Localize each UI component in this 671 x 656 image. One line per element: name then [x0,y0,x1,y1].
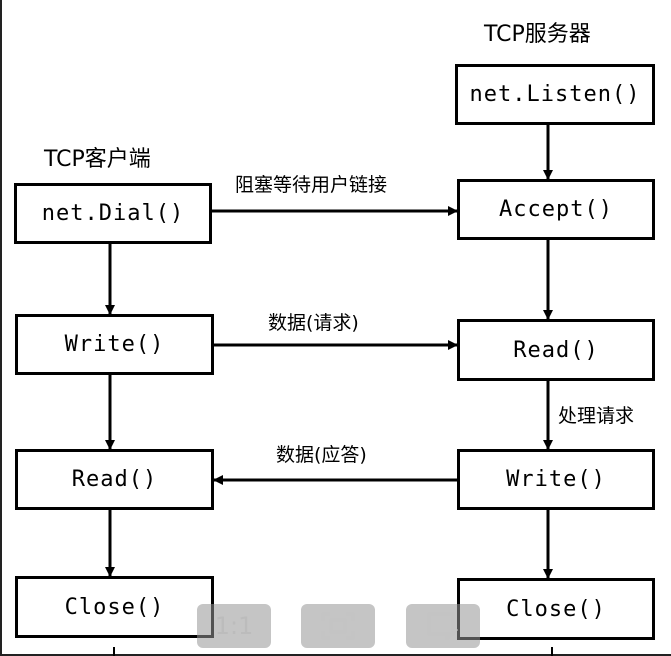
client-close-box: Close() [15,576,214,638]
bottom-tick-left [113,647,115,656]
bottom-tick-right [551,647,553,656]
server-title: TCP服务器 [484,22,591,47]
fit-screen-button[interactable] [301,604,375,648]
client-read-box: Read() [15,449,214,510]
client-title: TCP客户端 [44,147,151,172]
actual-size-label: 1:1 [214,612,254,640]
label-data-request: 数据(请求) [268,312,359,334]
server-write-box: Write() [457,449,655,510]
actual-size-button[interactable]: 1:1 [197,604,271,648]
label-blocking-wait: 阻塞等待用户链接 [235,174,388,196]
edit-image-button[interactable] [406,604,480,648]
server-close-box: Close() [457,578,655,640]
client-dial-box: net.Dial() [14,183,212,244]
server-listen-box: net.Listen() [455,64,655,125]
fit-screen-icon [321,612,355,640]
server-read-box: Read() [457,319,655,381]
server-accept-box: Accept() [457,179,655,240]
label-data-response: 数据(应答) [276,444,367,466]
client-write-box: Write() [15,314,214,375]
label-handle-request: 处理请求 [558,405,635,427]
edit-image-icon [427,612,459,640]
